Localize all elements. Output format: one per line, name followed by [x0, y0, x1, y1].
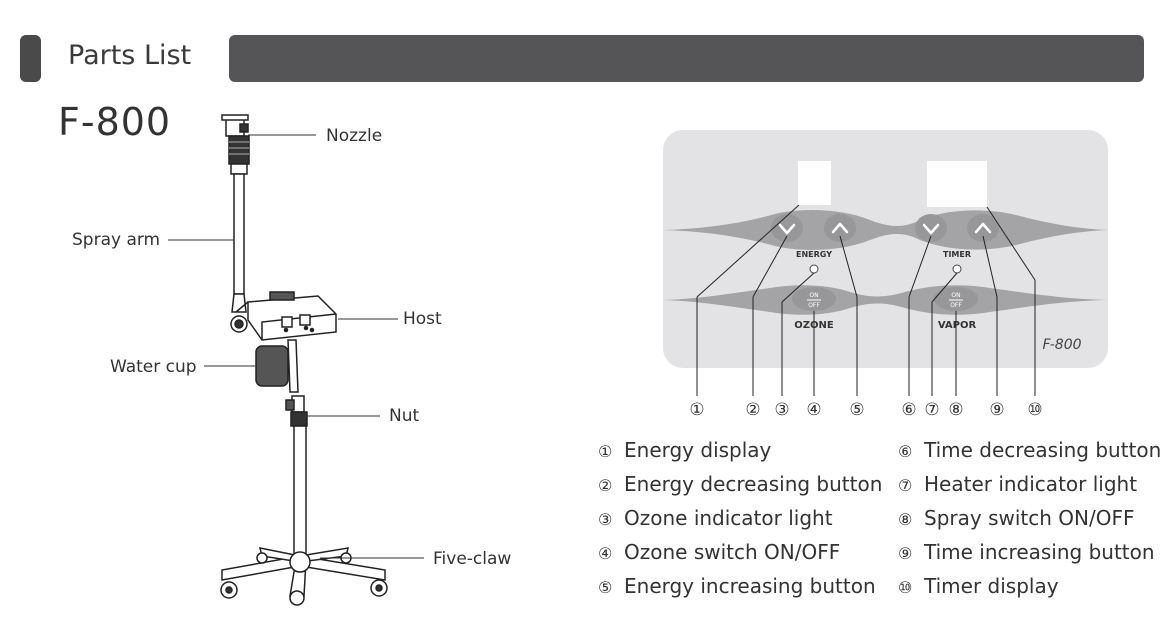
callout-9: ⑨ — [989, 400, 1004, 420]
label-nozzle: Nozzle — [326, 126, 383, 146]
page-title: Parts List — [68, 40, 192, 71]
callout-3: ③ — [774, 400, 789, 420]
callout-1: ① — [689, 400, 704, 420]
timer-display — [927, 161, 987, 207]
chevron-up-icon — [831, 222, 849, 234]
chevron-up-icon — [974, 222, 992, 234]
ozone-label: OZONE — [794, 320, 834, 331]
chevron-down-icon — [778, 223, 796, 235]
callout-10: ⑩ — [1027, 400, 1042, 420]
energy-display — [798, 161, 831, 205]
callout-8: ⑧ — [948, 400, 963, 420]
time-increase-button — [967, 214, 999, 242]
ozone-on-label: ON — [809, 292, 818, 299]
vapor-label: VAPOR — [938, 320, 977, 331]
ozone-indicator-light — [809, 264, 819, 274]
label-water-cup: Water cup — [110, 357, 197, 377]
energy-decrease-button — [771, 214, 803, 242]
vapor-switch — [934, 287, 978, 311]
panel-body — [663, 130, 1108, 368]
ozone-switch — [792, 287, 836, 311]
label-nut: Nut — [389, 406, 420, 426]
panel-model-mark: F-800 — [1042, 337, 1081, 353]
callout-6: ⑥ — [901, 400, 916, 420]
vapor-off-label: OFF — [950, 302, 962, 309]
vapor-on-label: ON — [951, 292, 960, 299]
header-tab-marker — [20, 35, 41, 82]
energy-label: ENERGY — [796, 250, 832, 259]
callout-7: ⑦ — [924, 400, 939, 420]
callout-5: ⑤ — [849, 400, 864, 420]
spray-arm-part — [231, 173, 247, 313]
chevron-down-icon — [922, 223, 940, 235]
header-bar — [229, 35, 1144, 82]
callout-4: ④ — [806, 400, 821, 420]
label-five-claw: Five-claw — [433, 549, 512, 569]
energy-increase-button — [824, 214, 856, 242]
label-spray-arm: Spray arm — [72, 230, 161, 250]
ozone-off-label: OFF — [808, 302, 820, 309]
pole-part — [285, 395, 308, 557]
host-part — [230, 291, 337, 393]
model-name: F-800 — [58, 100, 172, 144]
timer-label: TIMER — [943, 250, 971, 259]
callout-2: ② — [745, 400, 760, 420]
heater-indicator-light — [952, 264, 962, 274]
time-decrease-button — [915, 214, 947, 242]
label-host: Host — [403, 309, 442, 329]
